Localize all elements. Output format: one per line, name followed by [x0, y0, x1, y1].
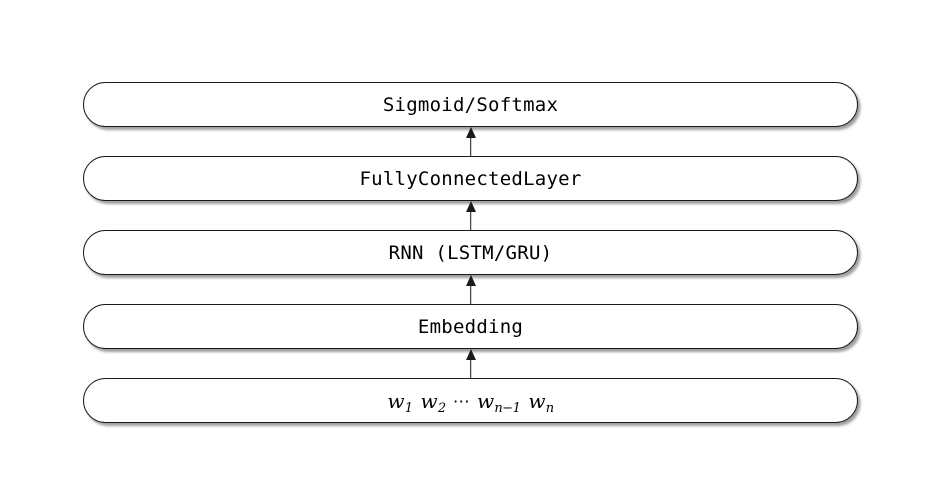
- up-arrow-icon: [83, 126, 858, 157]
- arrow-head-icon: [465, 126, 476, 138]
- layer-box-rnn: RNN (LSTM/GRU): [83, 230, 858, 275]
- up-arrow-icon: [83, 200, 858, 231]
- arrow-line: [469, 356, 472, 379]
- layer-box-input-tokens: w1 w2 ⋯ wn−1 wn: [83, 378, 858, 423]
- input-token-w2: w2: [420, 388, 447, 416]
- arrow-head-icon: [465, 200, 476, 212]
- up-arrow-icon: [83, 348, 858, 379]
- layer-label-fully-connected: FullyConnectedLayer: [359, 167, 582, 190]
- layer-label-embedding: Embedding: [417, 315, 524, 338]
- input-tokens-label: w1 w2 ⋯ wn−1 wn: [383, 388, 557, 416]
- up-arrow-icon: [83, 274, 858, 305]
- layer-box-output-activation: Sigmoid/Softmax: [83, 82, 858, 127]
- layer-label-rnn: RNN (LSTM/GRU): [388, 241, 553, 264]
- rnn-architecture-diagram: Sigmoid/Softmax FullyConnectedLayer RNN …: [83, 82, 858, 423]
- arrow-head-icon: [465, 348, 476, 360]
- arrow-line: [469, 134, 472, 157]
- input-token-wn: wn: [528, 388, 554, 416]
- ellipsis-dots: ⋯: [452, 391, 470, 412]
- arrow-head-icon: [465, 274, 476, 286]
- layer-box-fully-connected: FullyConnectedLayer: [83, 156, 858, 201]
- layer-box-embedding: Embedding: [83, 304, 858, 349]
- layer-label-output-activation: Sigmoid/Softmax: [382, 93, 559, 116]
- arrow-line: [469, 282, 472, 305]
- arrow-line: [469, 208, 472, 231]
- input-token-w1: w1: [387, 388, 413, 416]
- input-token-wn-1: wn−1: [476, 388, 521, 416]
